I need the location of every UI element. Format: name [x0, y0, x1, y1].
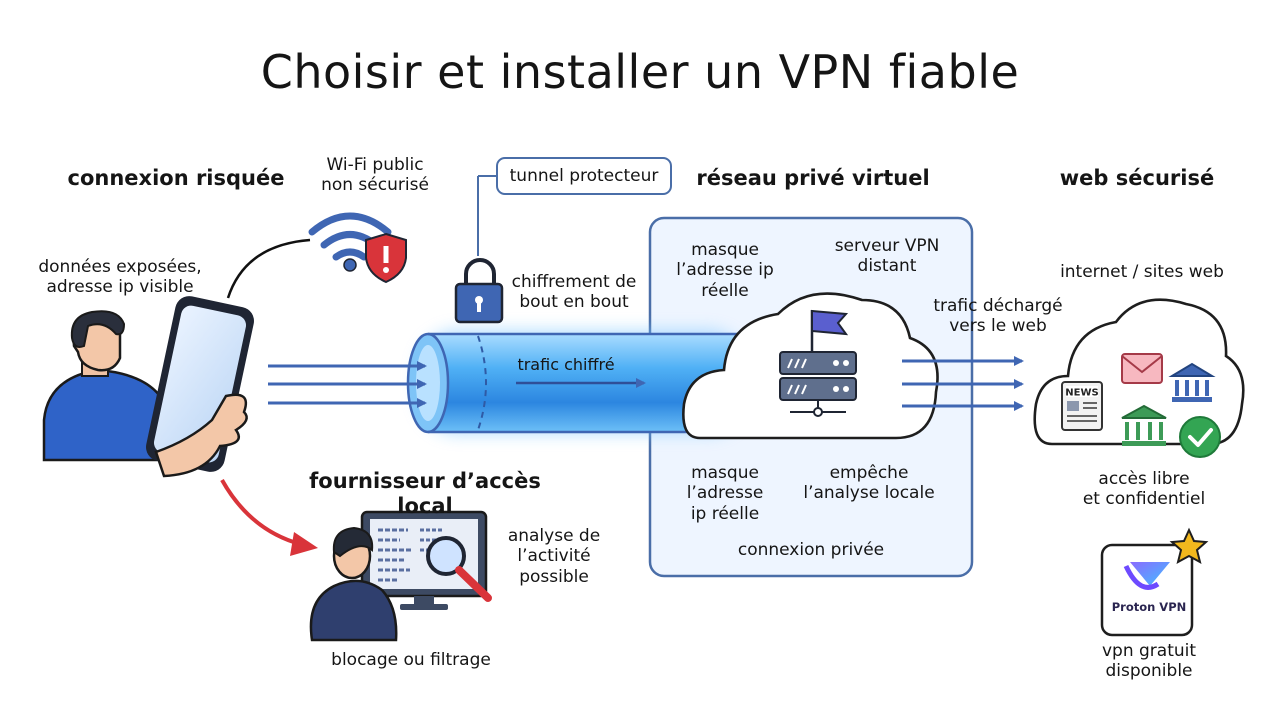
vpn-tunnel	[406, 330, 748, 434]
phone-icon	[146, 296, 254, 478]
mask-ip-bottom-label: masque l’adresse ip réelle	[686, 463, 764, 524]
isp-user-icon	[309, 526, 398, 642]
activity-analysis-label: analyse de l’activité possible	[507, 526, 601, 587]
news-label: NEWS	[1065, 388, 1098, 399]
phone-traffic-arrows	[268, 361, 427, 408]
flag-icon	[810, 309, 849, 352]
prevent-analysis-label: empêche l’analyse locale	[803, 463, 935, 504]
mask-ip-top-label: masque l’adresse ip réelle	[676, 240, 774, 301]
mail-icon	[1121, 353, 1163, 384]
web-traffic-arrows	[902, 356, 1024, 411]
encryption-label: chiffrement de bout en bout	[511, 272, 637, 313]
wifi-label: Wi-Fi public non sécurisé	[321, 155, 429, 196]
reseau-prive-heading: réseau privé virtuel	[696, 166, 930, 190]
free-vpn-label: vpn gratuit disponible	[1101, 641, 1197, 682]
lock-icon	[454, 175, 504, 324]
check-icon	[1179, 416, 1221, 458]
tunnel-protecteur-label: tunnel protecteur	[496, 157, 672, 195]
blocking-label: blocage ou filtrage	[331, 650, 491, 670]
isp-warning-arrow	[220, 479, 318, 556]
offload-label: trafic déchargé vers le web	[933, 296, 1063, 337]
web-securise-heading: web sécurisé	[1059, 166, 1215, 190]
magnifier-icon	[426, 536, 492, 602]
user-icon	[42, 310, 178, 462]
connexion-risquee-heading: connexion risquée	[67, 166, 285, 190]
encrypted-traffic-label: trafic chiffré	[517, 355, 615, 374]
proton-vpn-label: Proton VPN	[1111, 600, 1187, 614]
bank-icon	[1168, 362, 1216, 402]
star-icon	[1169, 527, 1209, 564]
isp-heading: fournisseur d’accès local	[309, 469, 541, 519]
internet-label: internet / sites web	[1060, 262, 1224, 282]
exposed-data-label: données exposées, adresse ip visible	[38, 257, 202, 298]
free-access-label: accès libre et confidentiel	[1082, 469, 1206, 510]
wifi-to-phone-connector	[226, 238, 311, 299]
server-icon	[779, 351, 857, 417]
bank-icon	[1121, 404, 1167, 446]
vpn-server-label: serveur VPN distant	[834, 236, 940, 277]
private-connection-label: connexion privée	[737, 540, 885, 560]
proton-vpn-badge	[1100, 543, 1194, 637]
shield-alert-icon	[365, 232, 407, 284]
news-icon: NEWS	[1061, 381, 1103, 431]
page-title: Choisir et installer un VPN fiable	[260, 45, 1020, 99]
